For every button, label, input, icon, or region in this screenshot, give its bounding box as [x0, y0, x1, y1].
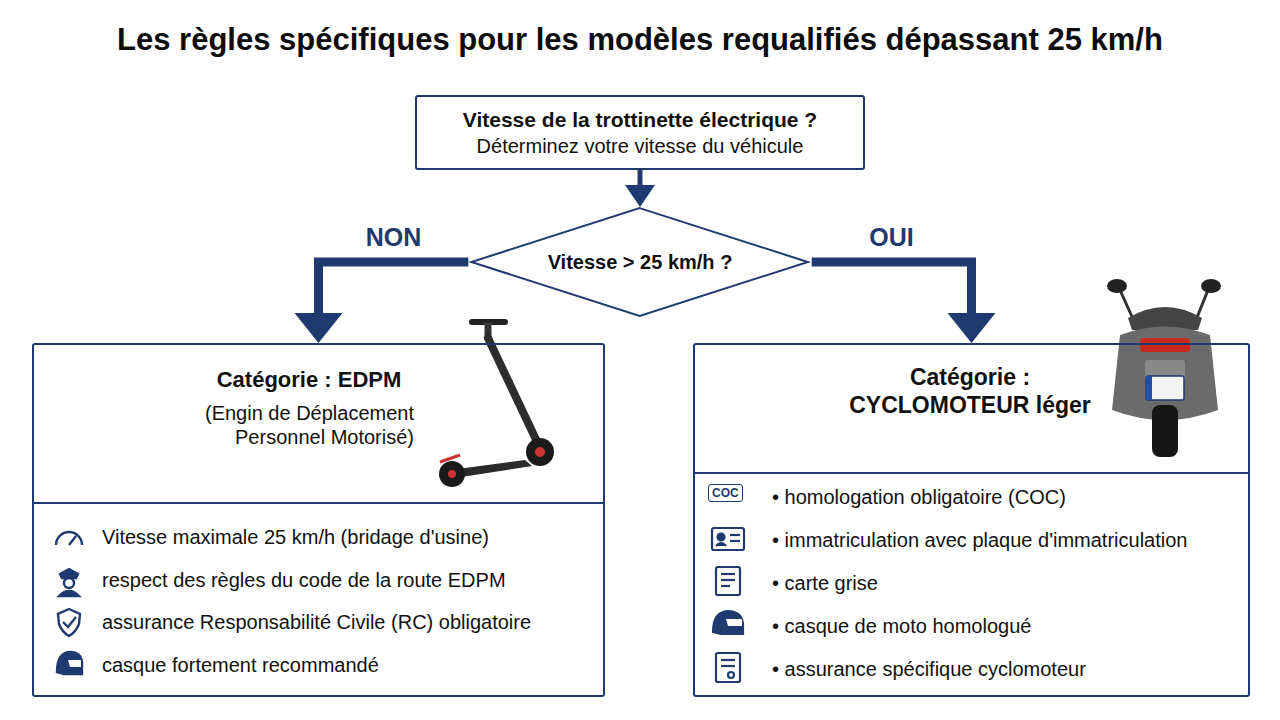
section-divider: [695, 472, 1248, 474]
edge-label: NON: [363, 223, 425, 252]
section-divider: [34, 502, 603, 504]
rule-item: • immatriculation avec plaque d'immatric…: [772, 528, 1187, 552]
shield-icon: [58, 609, 80, 636]
speedometer-icon: [56, 532, 82, 545]
question-heading: Vitesse de la trottinette électrique ?: [463, 107, 817, 133]
process-box: Vitesse de la trottinette électrique ?Dé…: [415, 95, 865, 170]
category-heading: Catégorie : EDPM: [154, 367, 464, 394]
moped-scooter: [1107, 279, 1221, 457]
arrow-head: [948, 313, 996, 343]
police-icon: [59, 569, 79, 596]
connector: [812, 262, 996, 343]
process-box: Catégorie : CYCLOMOTEUR léger • homologat…: [693, 343, 1250, 697]
icon-label: COC: [708, 484, 743, 502]
decision-diamond: Vitesse > 25 km/h ?: [468, 207, 811, 317]
rule-item: assurance Responsabilité Civile (RC) obl…: [102, 610, 531, 634]
process-box: Catégorie : EDPM (Engin de Déplacement Pe…: [32, 343, 605, 697]
rule-item: respect des règles du code de la route E…: [102, 568, 506, 592]
rule-item: • casque de moto homologué: [772, 614, 1031, 638]
list-icons: [712, 528, 744, 682]
helmet-icon: [713, 611, 743, 634]
rule-item: • homologation obligatoire (COC): [772, 485, 1066, 509]
connector-line: [319, 262, 469, 315]
id-card-icon: [712, 528, 744, 550]
document-icon: [716, 653, 740, 682]
list-icons: [56, 532, 82, 674]
edge-label: OUI: [866, 223, 916, 252]
rule-item: casque fortement recommandé: [102, 653, 379, 677]
category-subtitle: (Engin de Déplacement Personnel Motorisé…: [134, 401, 414, 450]
helmet-icon: [57, 652, 82, 674]
arrow-head: [625, 185, 655, 207]
diamond-shape: [472, 208, 808, 316]
connector-line: [812, 262, 972, 315]
arrow-head: [295, 313, 343, 343]
connector: [295, 262, 469, 343]
category-heading: Catégorie : CYCLOMOTEUR léger: [835, 363, 1105, 419]
kick-scooter: [439, 322, 554, 487]
connector: [625, 170, 655, 207]
connector-line: [638, 170, 643, 187]
question-subtitle: Déterminez votre vitesse du véhicule: [477, 134, 804, 158]
rule-item: • carte grise: [772, 571, 878, 595]
rule-item: Vitesse maximale 25 km/h (bridage d'usin…: [102, 525, 489, 549]
document-icon: [716, 567, 740, 595]
decision-text: Vitesse > 25 km/h ?: [548, 250, 733, 274]
rule-item: • assurance spécifique cyclomoteur: [772, 657, 1086, 681]
title: Les règles spécifiques pour les modèles …: [0, 22, 1280, 58]
